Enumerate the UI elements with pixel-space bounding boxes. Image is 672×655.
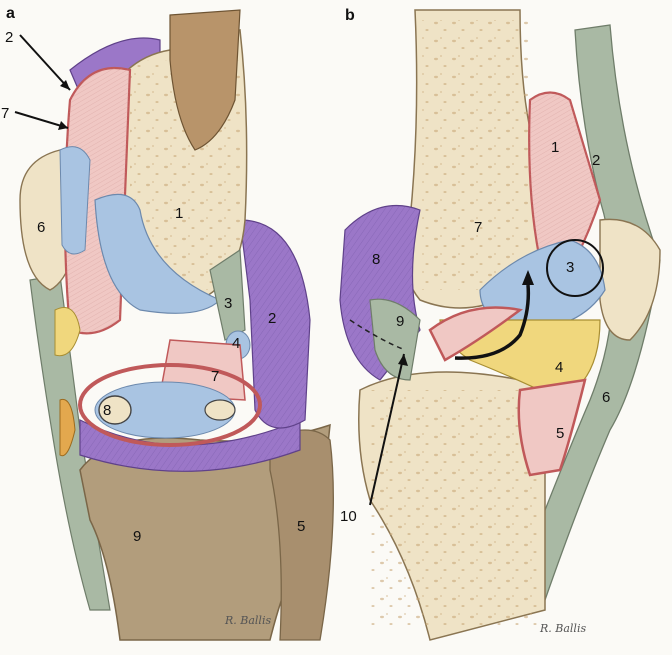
- structure-5-b: [517, 378, 587, 477]
- structure-8-a: [98, 395, 132, 425]
- label-a-4: 4: [232, 335, 241, 352]
- femur-texture-b: [420, 20, 530, 290]
- panel-b: [339, 9, 661, 641]
- label-a-9: 9: [133, 528, 142, 545]
- label-b-8: 8: [372, 251, 381, 268]
- meniscus-b: [428, 306, 523, 362]
- signature-a: R. Ballis: [225, 614, 272, 627]
- arrow-7-a: [14, 111, 69, 129]
- panel-label-b: b: [345, 7, 355, 24]
- fat-pad-a2: [59, 398, 76, 457]
- label-b-9: 9: [396, 313, 405, 330]
- meniscus-ring-a: [78, 363, 262, 447]
- cruciate-3-a: [209, 248, 246, 341]
- curved-arrow-b: [454, 284, 531, 360]
- label-a-7-top: 7: [1, 105, 10, 122]
- signature-b: R. Ballis: [540, 622, 587, 635]
- label-a-2-right: 2: [268, 310, 277, 327]
- tibia-texture-b: [370, 390, 540, 630]
- label-a-2-top: 2: [5, 29, 14, 46]
- label-b-4: 4: [555, 359, 564, 376]
- femur-shaft-a: [169, 9, 241, 151]
- label-a-1: 1: [175, 205, 184, 222]
- cartilage-a-upper: [59, 146, 91, 255]
- structure-8b-a: [204, 399, 236, 421]
- label-a-3: 3: [224, 295, 233, 312]
- arrow-10-b: [369, 353, 405, 506]
- fat-pad-a1: [54, 307, 81, 357]
- panel-a: [14, 9, 334, 641]
- label-b-6: 6: [602, 389, 611, 406]
- label-b-2: 2: [592, 152, 601, 169]
- structure-9-b: [369, 298, 421, 381]
- fibula-head-a: [269, 429, 334, 641]
- label-b-5: 5: [556, 425, 565, 442]
- label-a-8: 8: [103, 402, 112, 419]
- label-b-7: 7: [474, 219, 483, 236]
- label-b-10: 10: [340, 508, 357, 525]
- highlight-circle-3: [546, 239, 604, 297]
- arrow-2-a: [19, 34, 71, 91]
- label-a-5: 5: [297, 518, 306, 535]
- panel-label-a: a: [6, 5, 15, 22]
- patella-b: [599, 218, 661, 341]
- label-b-1: 1: [551, 139, 560, 156]
- label-a-6: 6: [37, 219, 46, 236]
- label-a-7-bottom: 7: [211, 368, 220, 385]
- label-b-3: 3: [566, 259, 575, 276]
